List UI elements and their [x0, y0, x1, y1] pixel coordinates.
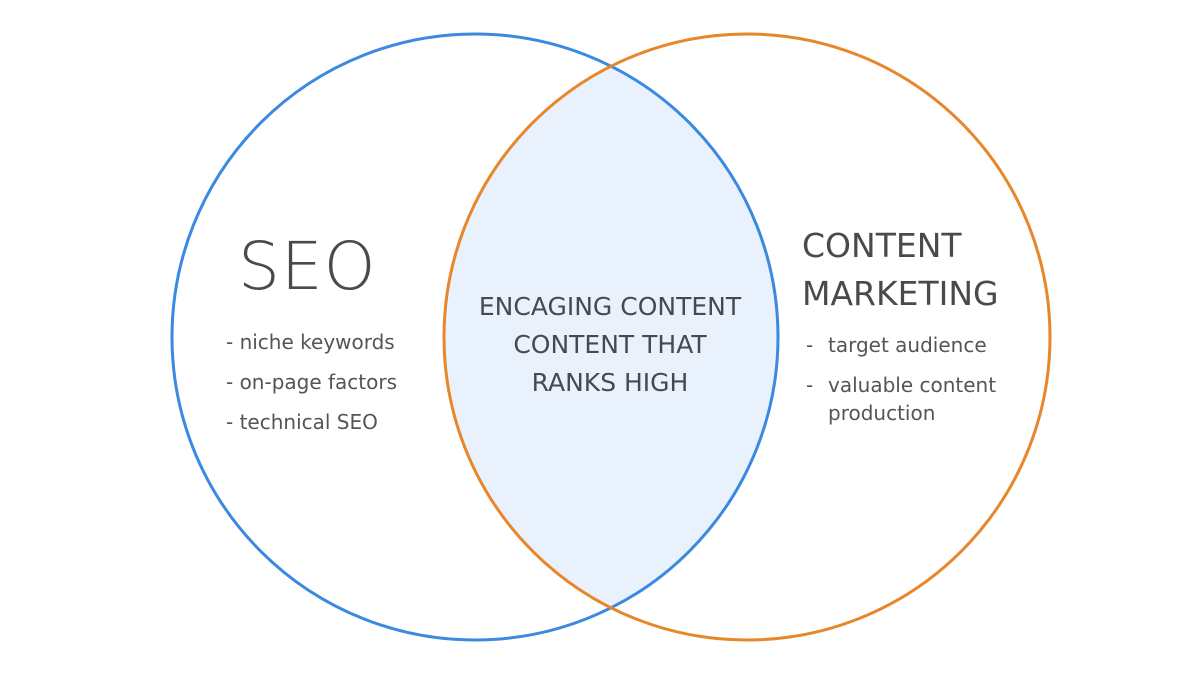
- seo-list: - niche keywords - on-page factors - tec…: [226, 322, 397, 442]
- overlap-line: ENCAGING CONTENT: [478, 292, 742, 321]
- content-marketing-circle: [442, 32, 1052, 642]
- bullet: -: [806, 373, 814, 397]
- seo-circle: [170, 32, 780, 642]
- title-line: CONTENT: [802, 226, 962, 265]
- title-line: MARKETING: [802, 274, 999, 313]
- overlap-label: ENCAGING CONTENT CONTENT THAT RANKS HIGH: [450, 288, 770, 402]
- cm-item: -target audience: [806, 331, 1008, 359]
- seo-title: SEO: [238, 228, 377, 305]
- seo-item: - niche keywords: [226, 330, 395, 354]
- cm-item-text: target audience: [828, 333, 987, 357]
- overlap-line: RANKS HIGH: [531, 368, 689, 397]
- content-marketing-title: CONTENT MARKETING: [802, 222, 999, 318]
- bullet: -: [806, 333, 814, 357]
- overlap-line: CONTENT THAT: [513, 330, 707, 359]
- overlap-region: [444, 34, 778, 640]
- seo-item: - technical SEO: [226, 410, 378, 434]
- cm-item-text: valuable content production: [828, 373, 997, 425]
- content-marketing-list: -target audience -valuable content produ…: [806, 331, 1008, 439]
- cm-item: -valuable content production: [806, 371, 1008, 427]
- seo-item: - on-page factors: [226, 370, 398, 394]
